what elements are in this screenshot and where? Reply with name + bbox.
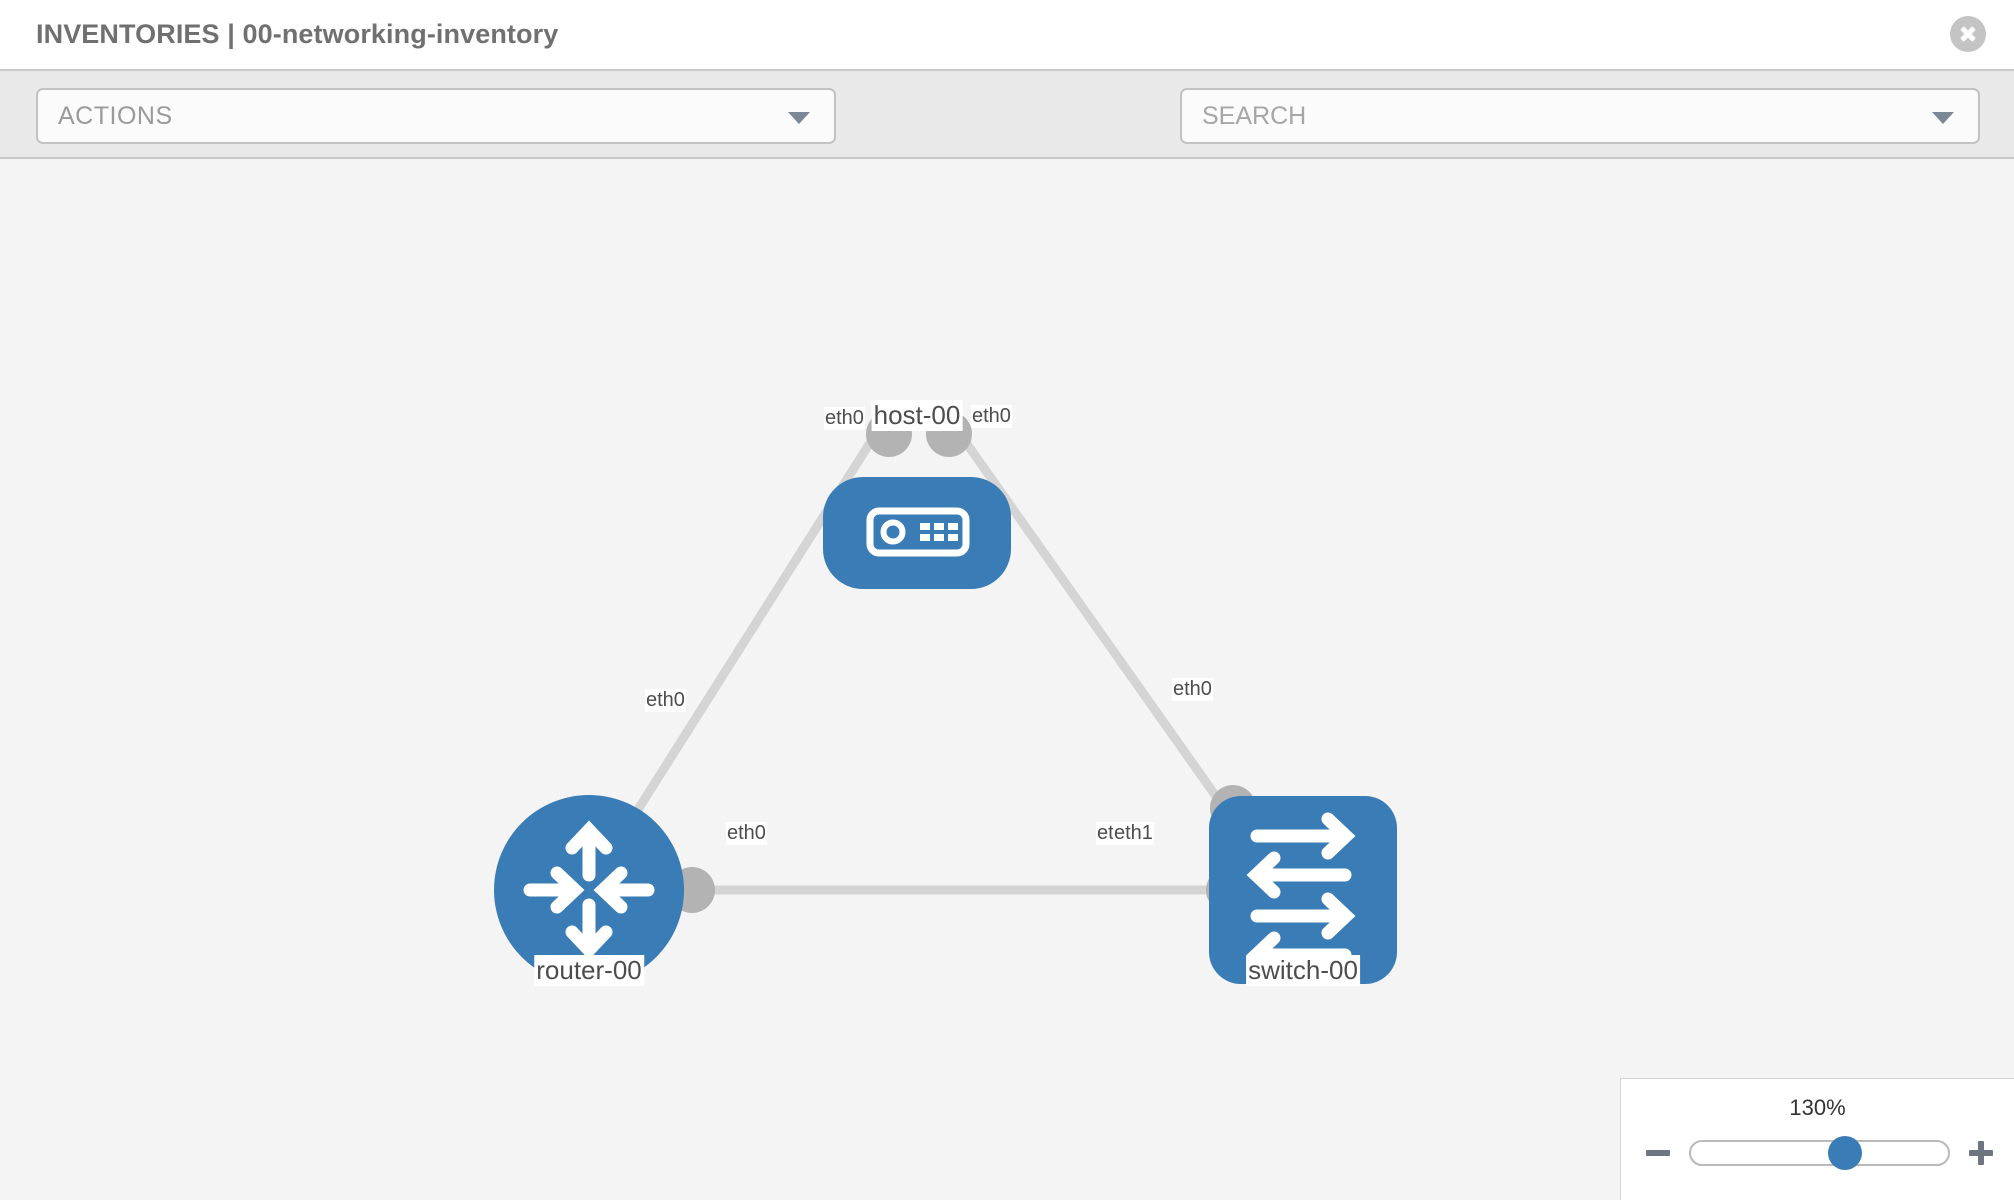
server-icon bbox=[866, 507, 970, 557]
iface-label-switch-eth0-uplink: eth0 bbox=[1172, 678, 1213, 701]
chevron-down-icon bbox=[788, 112, 810, 124]
search-input[interactable] bbox=[1202, 101, 1902, 131]
iface-label-host-eth0-left: eth0 bbox=[824, 407, 865, 430]
iface-label-switch-eth1: eth1 bbox=[1113, 822, 1154, 845]
zoom-slider[interactable] bbox=[1689, 1136, 1950, 1170]
zoom-slider-thumb[interactable] bbox=[1828, 1136, 1863, 1170]
actions-dropdown-label: ACTIONS bbox=[58, 101, 173, 130]
zoom-control-panel: 130% bbox=[1620, 1078, 2014, 1200]
zoom-level-value: 130% bbox=[1789, 1095, 1846, 1120]
toolbar: ACTIONS bbox=[0, 69, 2014, 194]
minus-icon[interactable] bbox=[1643, 1138, 1673, 1168]
iface-label-router-eth0: eth0 bbox=[726, 822, 767, 845]
node-host-00[interactable] bbox=[823, 477, 1011, 589]
iface-label-router-eth0-uplink: eth0 bbox=[645, 689, 686, 712]
chevron-down-icon[interactable] bbox=[1932, 112, 1954, 124]
node-label-router-00: router-00 bbox=[534, 955, 644, 986]
node-label-host-00: host-00 bbox=[871, 400, 963, 431]
link-host-switch[interactable] bbox=[951, 424, 1236, 822]
plus-icon[interactable] bbox=[1966, 1138, 1996, 1168]
actions-dropdown[interactable]: ACTIONS bbox=[36, 88, 836, 144]
node-router-00[interactable] bbox=[494, 795, 684, 985]
iface-label-host-eth0-right: eth0 bbox=[971, 405, 1012, 428]
topology-canvas[interactable]: host-00 router-00 switch-00 eth0 eth0 et… bbox=[0, 159, 2014, 1200]
page-header: INVENTORIES | 00-networking-inventory bbox=[0, 0, 2014, 69]
zoom-control-row bbox=[1643, 1131, 1996, 1175]
router-arrows-icon bbox=[523, 820, 655, 960]
node-label-switch-00: switch-00 bbox=[1246, 955, 1360, 986]
page-title: INVENTORIES | 00-networking-inventory bbox=[36, 19, 559, 49]
topology-graph bbox=[494, 411, 1397, 985]
close-icon[interactable] bbox=[1950, 16, 1986, 52]
search-field[interactable] bbox=[1180, 88, 1980, 144]
